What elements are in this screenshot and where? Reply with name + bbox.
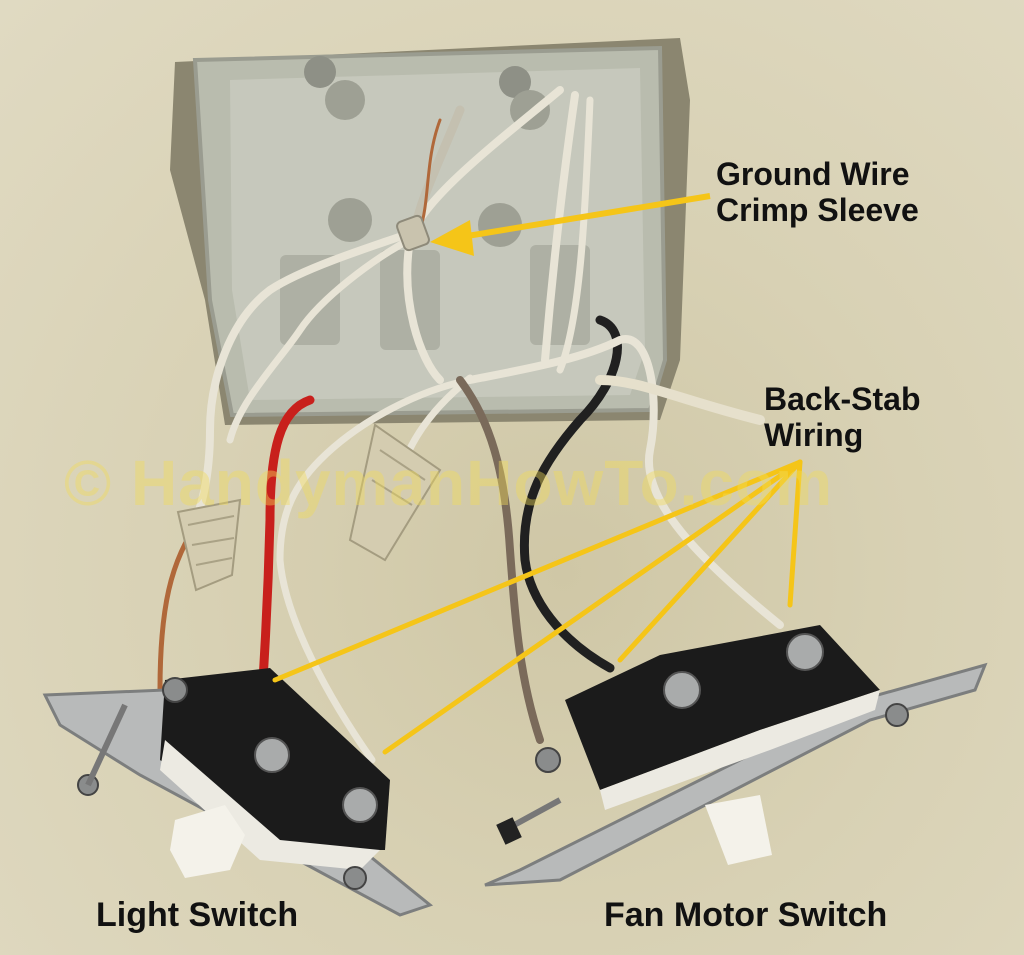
light-switch-device: [42, 668, 434, 917]
annotation-arrows: [272, 193, 803, 755]
fan-motor-switch-label: Fan Motor Switch: [604, 896, 888, 934]
back-stab-wiring-label: Back-Stab Wiring: [764, 381, 921, 454]
crimp-sleeve: [396, 214, 430, 252]
terminal-screw: [663, 671, 701, 709]
box-screw-hole: [304, 56, 336, 88]
box-mount-hole: [328, 198, 372, 242]
terminal-screw: [786, 633, 824, 671]
box-mount-hole: [478, 203, 522, 247]
back-stab-label-line1: Back-Stab: [764, 381, 921, 417]
wire-nut-left: [176, 498, 242, 592]
light-switch-toggle: [170, 805, 245, 878]
fan-switch-toggle: [705, 795, 772, 865]
terminal-screw: [254, 737, 290, 773]
ground-wire-label-line1: Ground Wire: [716, 156, 910, 192]
watermark: © HandymanHowTo.com: [64, 447, 834, 519]
box-screw-hole: [499, 66, 531, 98]
ground-wire-crimp-sleeve-label: Ground Wire Crimp Sleeve: [716, 156, 919, 229]
ground-wire-arrow: [454, 193, 711, 241]
terminal-screw: [342, 787, 378, 823]
fan-motor-switch-device: [484, 625, 988, 887]
wire-nut-middle: [348, 423, 442, 562]
ground-wire-arrowhead: [430, 220, 474, 256]
ground-wire-label-line2: Crimp Sleeve: [716, 191, 919, 228]
back-stab-pointers: [272, 459, 803, 755]
back-stab-label-line2: Wiring: [764, 416, 864, 453]
light-switch-label: Light Switch: [96, 896, 299, 934]
fan-switch-yoke: [484, 662, 988, 887]
